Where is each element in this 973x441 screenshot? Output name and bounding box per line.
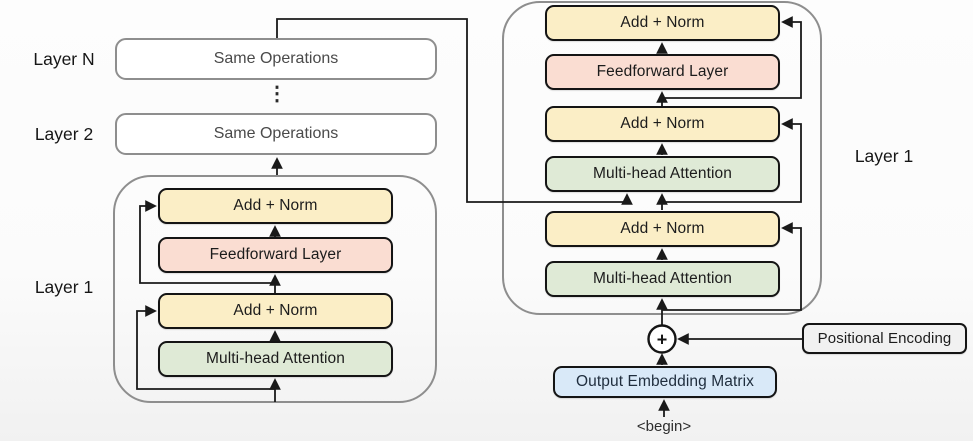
decoder-add-norm-top: Add + Norm — [545, 5, 780, 41]
encoder-layer-n-label: Layer N — [33, 48, 95, 69]
begin-token-label: <begin> — [636, 417, 692, 435]
encoder-layer-2-label: Layer 2 — [34, 123, 94, 144]
encoder-multihead-attention: Multi-head Attention — [158, 341, 393, 377]
decoder-cross-attention: Multi-head Attention — [545, 156, 780, 192]
encoder-add-norm-top: Add + Norm — [158, 188, 393, 224]
encoder-layer-2-box: Same Operations — [115, 113, 437, 155]
output-embedding-matrix-box: Output Embedding Matrix — [553, 366, 777, 398]
encoder-skip-lower — [136, 305, 275, 390]
decoder-layer-1-label: Layer 1 — [854, 145, 914, 166]
encoder-to-decoder-line — [276, 18, 633, 205]
ellipsis-dots: ⋮ — [267, 83, 287, 105]
decoder-skip-middle — [662, 118, 802, 203]
plus-icon: + — [657, 330, 668, 350]
encoder-layer-1-label: Layer 1 — [34, 276, 94, 297]
add-node: + — [647, 324, 677, 354]
decoder-add-norm-mid: Add + Norm — [545, 106, 780, 142]
decoder-feedforward: Feedforward Layer — [545, 54, 780, 90]
encoder-layer-n-box: Same Operations — [115, 38, 437, 80]
decoder-skip-upper — [662, 16, 802, 99]
positional-encoding-box: Positional Encoding — [802, 323, 967, 354]
encoder-skip-upper — [139, 200, 275, 284]
encoder-feedforward: Feedforward Layer — [158, 237, 393, 273]
decoder-skip-lower — [662, 222, 802, 311]
decoder-masked-attention: Multi-head Attention — [545, 261, 780, 297]
decoder-add-norm-bottom: Add + Norm — [545, 211, 780, 247]
encoder-add-norm-bottom: Add + Norm — [158, 293, 393, 329]
